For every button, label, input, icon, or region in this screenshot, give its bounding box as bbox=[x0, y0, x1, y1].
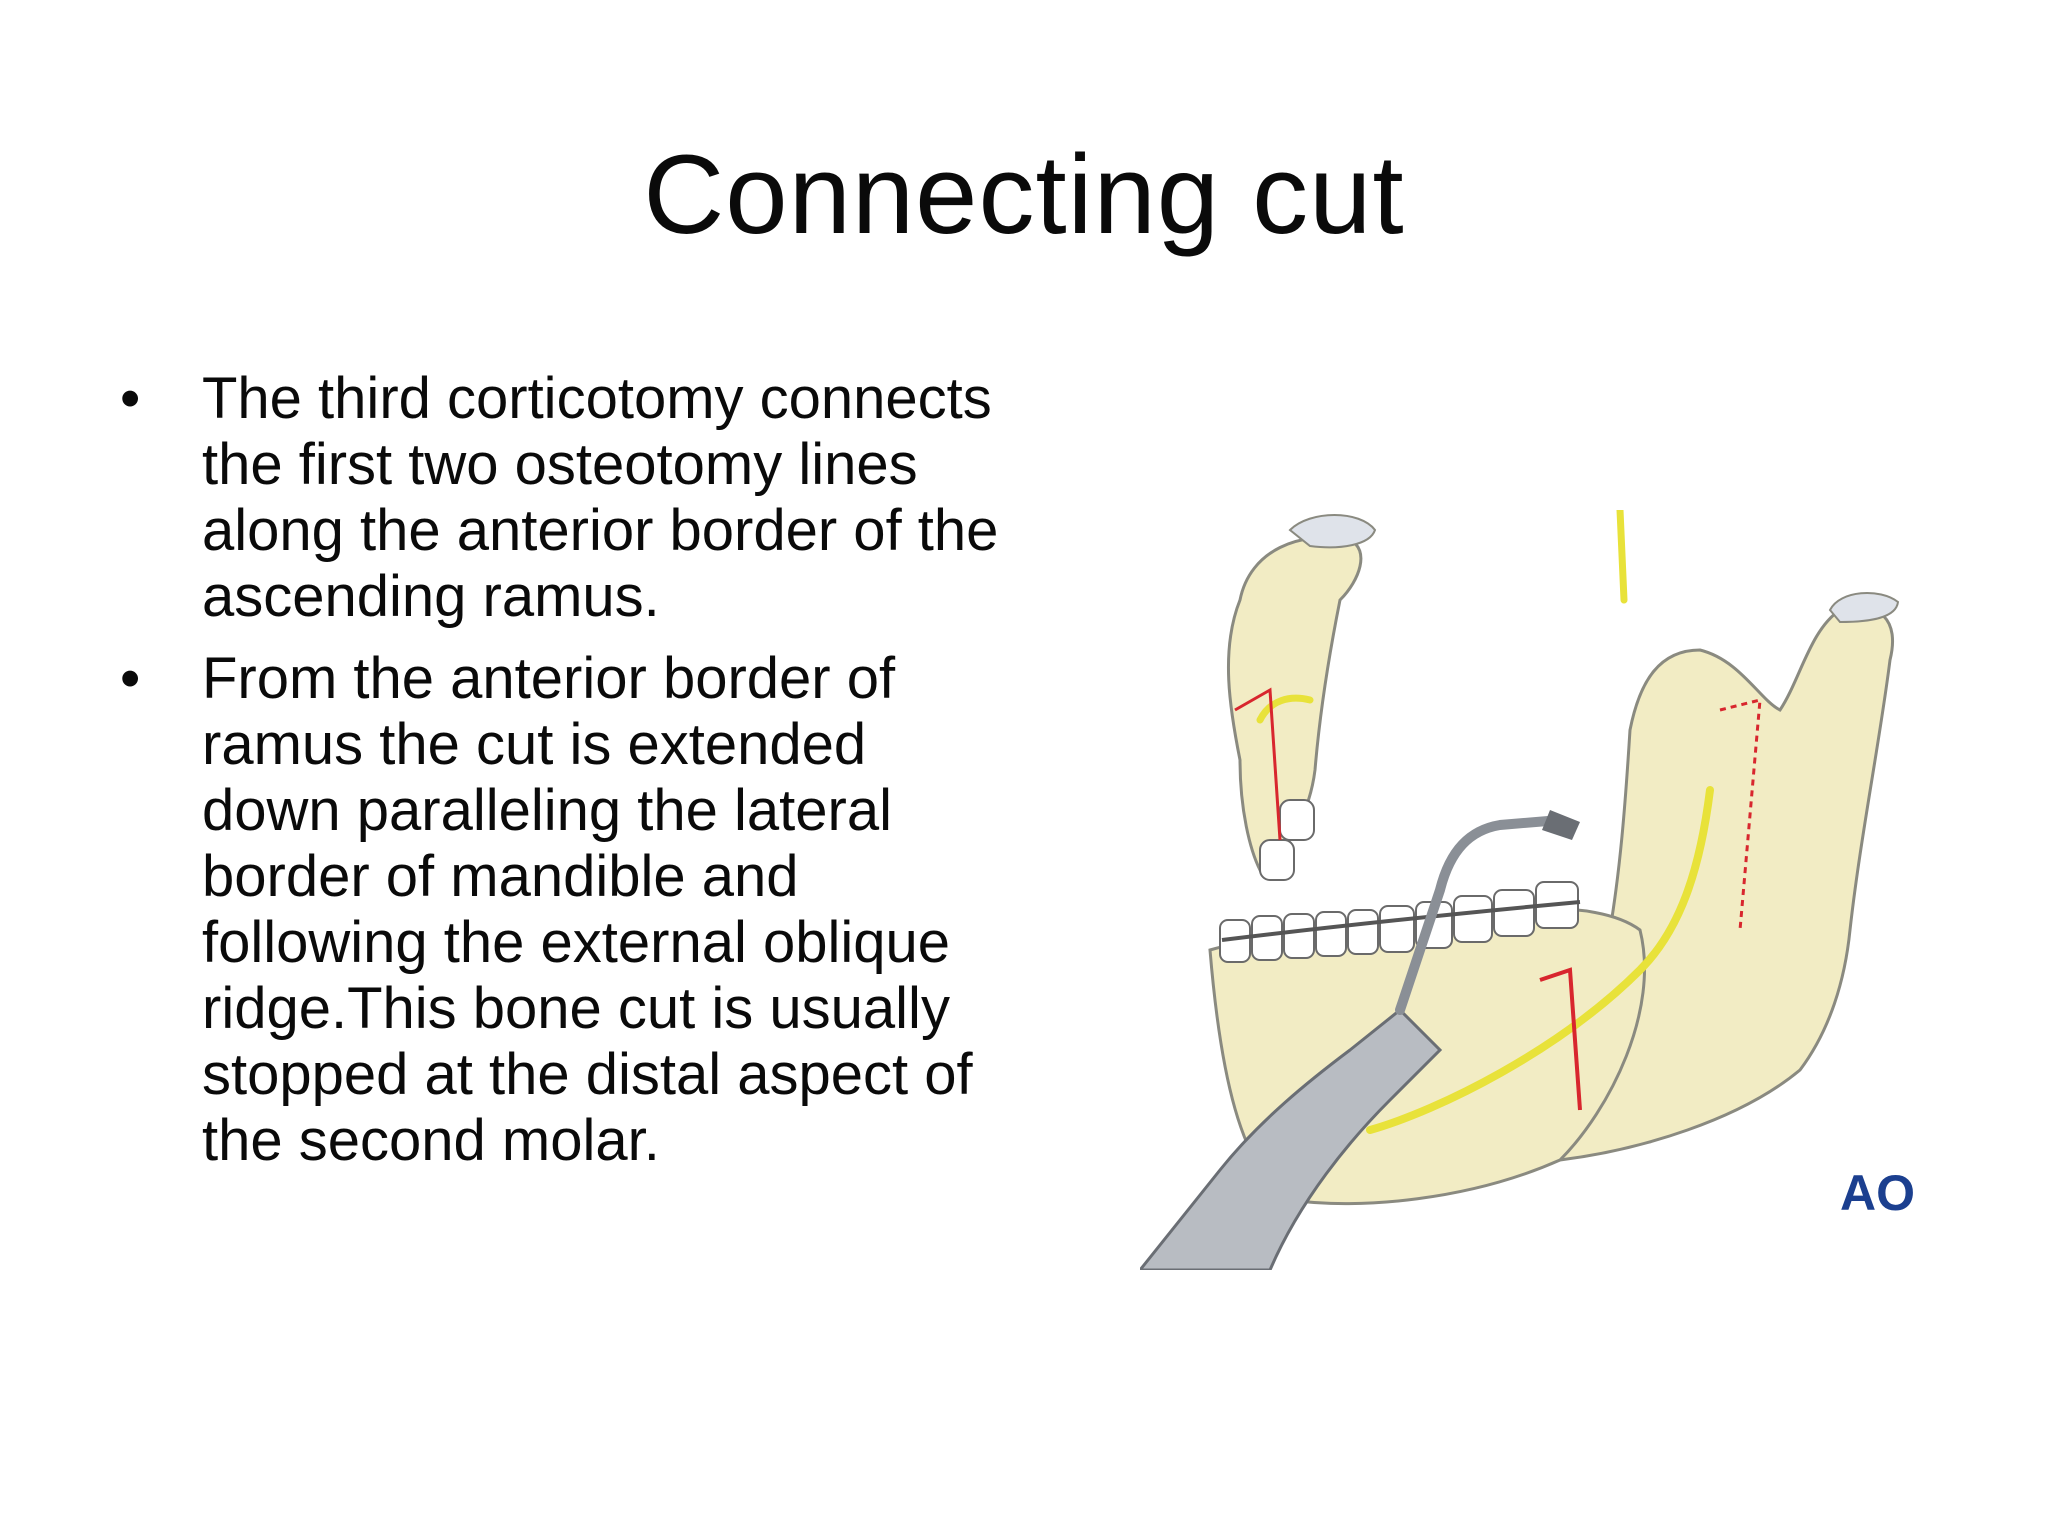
mandible-osteotomy-illustration: AO bbox=[1140, 510, 1915, 1270]
far-ramus-condyle bbox=[1288, 514, 1377, 549]
bullet-list: • The third corticotomy connects the fir… bbox=[120, 366, 1020, 1190]
teeth-row bbox=[1219, 799, 1579, 963]
slide-title: Connecting cut bbox=[643, 132, 1405, 257]
orthodontic-wire bbox=[1221, 900, 1581, 942]
bullet-text-1: The third corticotomy connects the first… bbox=[202, 366, 999, 629]
piezo-handpiece bbox=[1140, 1007, 1443, 1270]
bullet-text-2: From the anterior border of ramus the cu… bbox=[202, 646, 973, 1173]
inferior-alveolar-nerve bbox=[1366, 786, 1714, 1134]
piezo-shaft bbox=[1395, 815, 1565, 1015]
ao-logo: AO bbox=[1840, 1165, 1915, 1221]
near-ramus bbox=[1558, 605, 1895, 1162]
near-condyle bbox=[1828, 592, 1900, 624]
piezo-tip bbox=[1542, 810, 1580, 840]
nerve-entry bbox=[1616, 510, 1628, 604]
bullet-marker: • bbox=[120, 366, 141, 431]
bullet-item-2: • From the anterior border of ramus the … bbox=[120, 646, 1020, 1174]
far-nerve bbox=[1256, 694, 1314, 724]
bullet-item-1: • The third corticotomy connects the fir… bbox=[120, 366, 1020, 630]
osteotomy-line-vertical bbox=[1539, 967, 1582, 1111]
osteotomy-line-ramus bbox=[1719, 698, 1762, 931]
bullet-marker: • bbox=[120, 646, 141, 711]
osteotomy-line-far bbox=[1234, 687, 1282, 841]
